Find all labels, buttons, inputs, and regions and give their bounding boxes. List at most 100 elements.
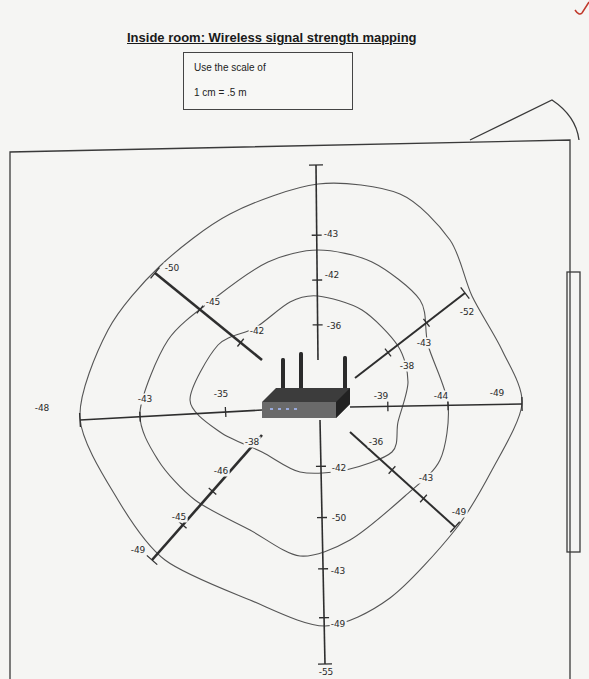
reading-holder: -49: [130, 545, 147, 556]
measure-line: [355, 287, 469, 378]
reading-holder: -42: [331, 463, 348, 474]
end-cap: [147, 555, 158, 564]
reading-holder: -43: [323, 229, 340, 240]
reading-holder: -49: [451, 507, 468, 518]
signal-reading: -45: [171, 512, 188, 523]
signal-reading: -49: [451, 507, 468, 518]
signal-reading: -55: [318, 667, 335, 678]
signal-reading: -39: [373, 391, 390, 402]
measure-line: [147, 435, 262, 565]
router-lights: [270, 408, 297, 410]
ray: [80, 410, 262, 420]
measure-line: [151, 268, 262, 360]
scale-box: Use the scale of 1 cm = .5 m: [183, 52, 353, 110]
led: [278, 408, 281, 410]
contour-lines: [80, 183, 522, 626]
router-front: [262, 402, 336, 418]
antenna: [299, 352, 303, 392]
signal-reading: -52: [459, 307, 476, 318]
tick-mark: [209, 488, 217, 495]
signal-reading: -49: [489, 388, 506, 399]
title-holder: Inside room: Wireless signal strength ma…: [127, 30, 417, 45]
scale-note: Use the scale of: [194, 61, 266, 74]
signal-reading: -43: [330, 566, 347, 577]
reading-holder: -55: [318, 667, 335, 678]
reading-holder: -52: [459, 307, 476, 318]
reading-holder: -43: [418, 473, 435, 484]
reading-holder: -45: [205, 297, 222, 308]
end-cap: [521, 397, 523, 411]
ray: [155, 273, 262, 360]
signal-reading: -49: [330, 619, 347, 630]
measure-lines: [80, 165, 523, 664]
reading-holder: -38: [244, 437, 261, 448]
signal-reading: -46: [213, 466, 230, 477]
end-cap: [450, 522, 459, 532]
title: Inside room: Wireless signal strength ma…: [127, 30, 417, 45]
reading-holder: -36: [368, 437, 385, 448]
signal-reading: -38: [244, 437, 261, 448]
reading-holder: -43: [416, 338, 433, 349]
reading-holder: -35: [213, 389, 230, 400]
reading-holder: -50: [331, 513, 348, 524]
signal-reading: -43: [416, 338, 433, 349]
signal-reading: -45: [205, 297, 222, 308]
measure-line: [350, 432, 460, 532]
reading-holder: -39: [373, 391, 390, 402]
tick-mark: [420, 495, 427, 502]
signal-reading: -43: [323, 229, 340, 240]
tick-mark: [312, 279, 322, 280]
signal-reading: -50: [331, 513, 348, 524]
reading-holder: -49: [489, 388, 506, 399]
ray: [316, 165, 318, 360]
tick-mark: [313, 324, 323, 325]
led: [286, 408, 289, 410]
tick-mark: [139, 412, 141, 422]
ray: [320, 420, 325, 664]
signal-reading: -43: [137, 394, 154, 405]
tick-mark: [385, 349, 391, 357]
signal-reading: -36: [326, 321, 343, 332]
room-outline: [10, 100, 580, 679]
reading-holder: -43: [330, 566, 347, 577]
tick-mark: [319, 617, 329, 619]
end-cap: [309, 164, 323, 165]
reading-holder: -50: [164, 263, 181, 274]
tick-mark: [197, 306, 203, 314]
scale-value: 1 cm = .5 m: [194, 86, 247, 99]
measure-line: [309, 165, 323, 360]
end-cap: [461, 287, 470, 298]
signal-reading: -42: [249, 326, 266, 337]
contour-line: [190, 296, 408, 474]
ray: [355, 293, 465, 378]
measure-line: [80, 407, 262, 427]
end-cap: [151, 268, 160, 279]
reading-holder: -45: [171, 512, 188, 523]
router-picture: [262, 352, 350, 418]
tick-mark: [179, 522, 187, 529]
reading-holder: -42: [324, 270, 341, 281]
tick-mark: [225, 407, 227, 417]
signal-reading: -48: [34, 403, 51, 414]
reading-holder: -48: [34, 403, 51, 414]
ray: [152, 435, 262, 560]
tick-mark: [389, 466, 396, 473]
signal-reading: -42: [324, 270, 341, 281]
signal-reading: -43: [418, 473, 435, 484]
end-cap: [79, 413, 81, 427]
signal-reading: -36: [368, 437, 385, 448]
reading-holder: -43: [137, 394, 154, 405]
tick-mark: [312, 234, 322, 235]
end-cap: [318, 663, 332, 665]
ray: [350, 404, 522, 407]
router-side: [336, 388, 350, 418]
signal-reading: -50: [164, 263, 181, 274]
led: [270, 408, 273, 410]
reading-holder: -49: [330, 619, 347, 630]
ray: [350, 432, 455, 527]
reading-holder: -38: [399, 361, 416, 372]
tick-mark: [317, 517, 327, 519]
tick-mark: [237, 339, 243, 347]
signal-reading: -38: [399, 361, 416, 372]
